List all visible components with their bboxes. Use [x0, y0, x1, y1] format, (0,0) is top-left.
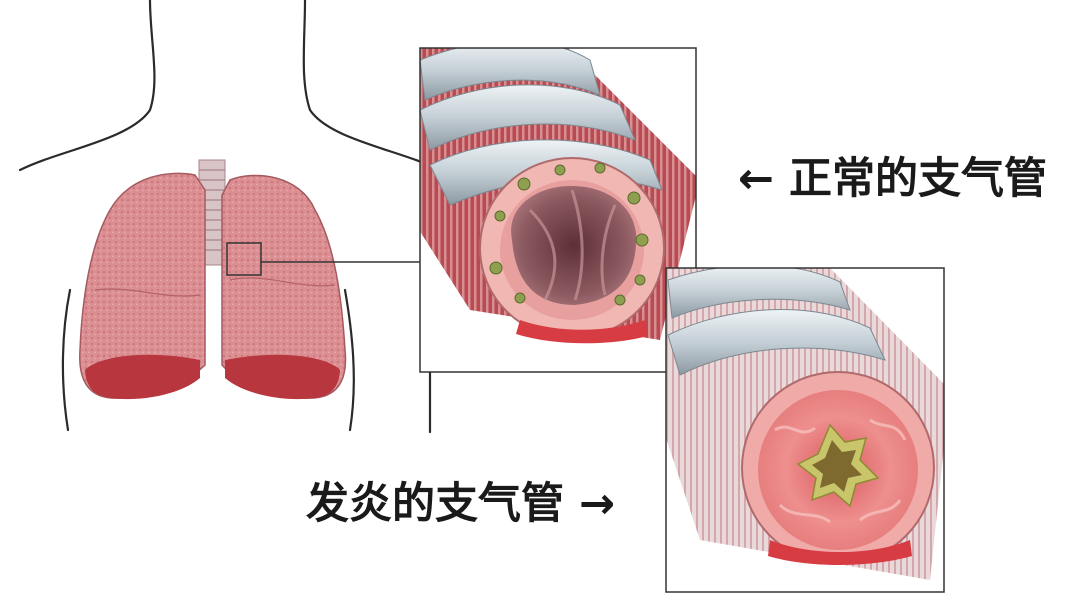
right-lung [221, 174, 347, 400]
normal-bronchus-panel [419, 47, 697, 373]
inflamed-bronchus-panel [665, 267, 945, 593]
normal-bronchus-label: ← 正常的支气管 [738, 154, 1047, 204]
inflamed-bronchus-label: 发炎的支气管 → [306, 479, 615, 529]
zoom-indicator [226, 242, 262, 276]
body-outline [18, 0, 442, 434]
left-lung [79, 172, 206, 400]
